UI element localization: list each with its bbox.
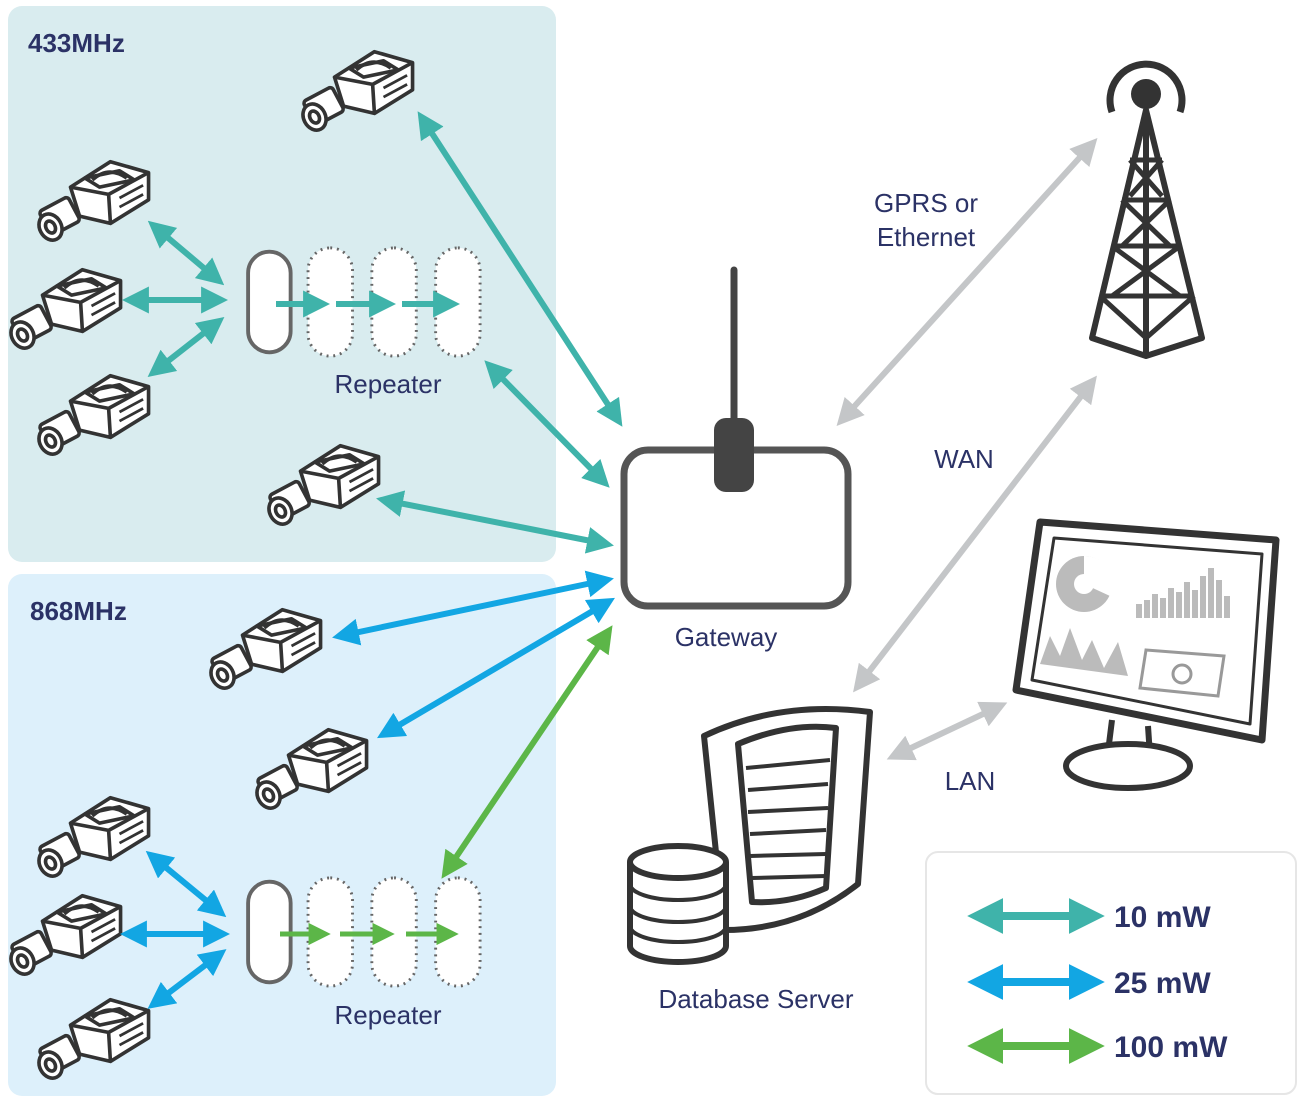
- legend-10mw-label: 10 mW: [1114, 901, 1211, 934]
- link-100mw: [441, 625, 613, 879]
- legend-100mw-label: 100 mW: [1114, 1031, 1228, 1064]
- database-server-icon: [627, 706, 873, 965]
- gprs-label-line1: GPRS or: [874, 188, 978, 218]
- zone-433-label: 433MHz: [28, 28, 125, 58]
- link-wan: [853, 375, 1097, 693]
- link-lan: [886, 701, 1008, 761]
- link-gprs-ethernet: [836, 137, 1098, 427]
- link-10mw: [147, 317, 225, 377]
- link-25mw: [145, 850, 227, 918]
- monitor-icon: [1012, 518, 1280, 791]
- legend-25mw-label: 25 mW: [1114, 967, 1211, 1000]
- gateway-icon: [620, 266, 852, 610]
- lan-label: LAN: [945, 766, 996, 796]
- zone-868-label: 868MHz: [30, 596, 127, 626]
- link-25mw: [147, 949, 227, 1009]
- repeater-bottom-label: Repeater: [335, 1000, 442, 1030]
- link-10mw: [147, 220, 225, 286]
- cell-tower-icon: [1089, 60, 1205, 359]
- gateway-label: Gateway: [675, 622, 778, 652]
- link-10mw: [376, 490, 614, 554]
- gprs-label-line2: Ethernet: [877, 222, 976, 252]
- database-server-label: Database Server: [658, 984, 853, 1014]
- legend: 10 mW 25 mW 100 mW: [925, 851, 1297, 1095]
- wan-label: WAN: [934, 444, 994, 474]
- link-10mw: [484, 360, 610, 488]
- repeater-top-label: Repeater: [335, 369, 442, 399]
